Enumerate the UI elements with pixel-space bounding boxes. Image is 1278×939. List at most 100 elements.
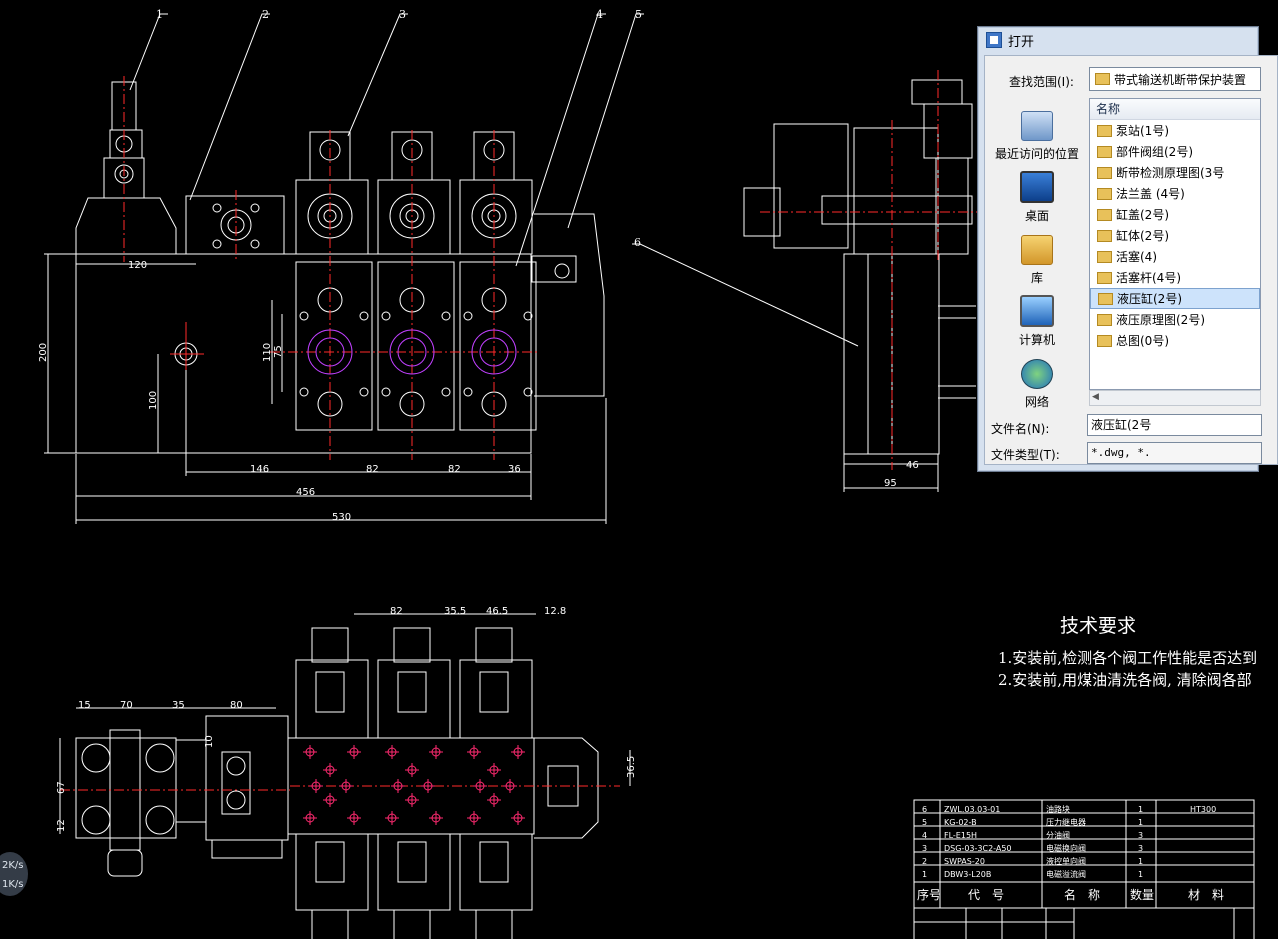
requirement-line-2: 2.安装前,用煤油清洗各阀, 清除阀各部 — [998, 671, 1252, 689]
place-desktop[interactable]: 桌面 — [989, 162, 1085, 224]
bom-code: SWPAS-20 — [944, 857, 985, 866]
desktop-icon — [1020, 171, 1054, 203]
file-name: 活塞(4) — [1116, 250, 1157, 264]
file-name: 泵站(1号) — [1116, 124, 1169, 138]
dim-36: 36 — [508, 464, 521, 475]
bom-no: 1 — [922, 870, 927, 879]
bom-qty: 1 — [1138, 857, 1143, 866]
bom-qty: 3 — [1138, 831, 1143, 840]
recent-places-icon — [1021, 111, 1053, 141]
bom-name: 电磁换向阀 — [1046, 843, 1086, 853]
bom-table — [913, 799, 1255, 939]
dim-top-10: 10 — [204, 735, 215, 748]
dim-82a: 82 — [366, 464, 379, 475]
place-label: 库 — [1030, 271, 1043, 285]
front-port-circles — [307, 329, 517, 375]
open-file-dialog[interactable]: 打开 查找范围(I): 带式输送机断带保护装置 最近访问的位置 桌面 库 计算机 — [977, 26, 1278, 472]
file-item[interactable]: 泵站(1号) — [1090, 120, 1260, 141]
file-name: 法兰盖 (4号) — [1116, 187, 1185, 201]
balloon-6: 6 — [634, 236, 641, 249]
dim-top-35-5: 35.5 — [444, 606, 466, 617]
folder-icon — [1097, 334, 1112, 347]
top-centerlines — [60, 785, 620, 791]
leader-lines — [129, 13, 859, 347]
balloon-3: 3 — [399, 8, 406, 21]
dim-top-12-8: 12.8 — [544, 606, 566, 617]
balloon-numbers: 1 2 3 4 5 6 — [156, 8, 642, 249]
network-icon — [1021, 359, 1053, 389]
file-item[interactable]: 部件阀组(2号) — [1090, 141, 1260, 162]
scroll-left-icon[interactable]: ◀ — [1092, 392, 1099, 402]
dim-110: 110 — [262, 343, 273, 362]
folder-icon — [1097, 166, 1112, 179]
dim-top-80: 80 — [230, 700, 243, 711]
file-name: 液压原理图(2号) — [1116, 313, 1205, 327]
dim-top-46-5: 46.5 — [486, 606, 508, 617]
file-item[interactable]: 活塞(4) — [1090, 246, 1260, 267]
place-label: 网络 — [1024, 395, 1049, 409]
place-label: 最近访问的位置 — [994, 147, 1079, 161]
file-item[interactable]: 液压原理图(2号) — [1090, 309, 1260, 330]
dim-top-70: 70 — [120, 700, 133, 711]
place-label: 计算机 — [1018, 333, 1055, 347]
place-library[interactable]: 库 — [989, 224, 1085, 286]
file-item[interactable]: 总图(0号) — [1090, 330, 1260, 351]
bom-header-name: 名 称 — [1064, 887, 1100, 902]
dim-top-35: 35 — [172, 700, 185, 711]
look-in-label: 查找范围(I): — [1009, 75, 1074, 89]
dim-top-36-5: 36.5 — [626, 756, 637, 778]
filename-label: 文件名(N): — [991, 422, 1050, 436]
bom-qty: 1 — [1138, 870, 1143, 879]
dim-100: 100 — [148, 391, 159, 410]
file-name: 部件阀组(2号) — [1116, 145, 1193, 159]
folder-icon — [1097, 208, 1112, 221]
bom-no: 2 — [922, 857, 927, 866]
download-speed: 1K/s — [2, 879, 24, 890]
bom-no: 6 — [922, 805, 927, 814]
dialog-title: 打开 — [1008, 34, 1035, 50]
file-item[interactable]: 缸盖(2号) — [1090, 204, 1260, 225]
technical-requirements: 技术要求 1.安装前,检测各个阀工作性能是否达到 2.安装前,用煤油清洗各阀, … — [998, 615, 1257, 689]
top-dimensions — [59, 613, 631, 834]
file-name: 活塞杆(4号) — [1116, 271, 1181, 285]
library-icon — [1021, 235, 1053, 265]
file-item[interactable]: 法兰盖 (4号) — [1090, 183, 1260, 204]
places-bar: 最近访问的位置 桌面 库 计算机 网络 — [989, 100, 1085, 410]
bom-name: 液控单向阀 — [1046, 856, 1086, 866]
folder-icon — [1097, 145, 1112, 158]
file-item[interactable]: 缸体(2号) — [1090, 225, 1260, 246]
horizontal-scrollbar[interactable]: ◀ — [1089, 390, 1261, 406]
file-item[interactable]: 活塞杆(4号) — [1090, 267, 1260, 288]
folder-icon — [1095, 73, 1110, 85]
file-name: 缸体(2号) — [1116, 229, 1169, 243]
place-computer[interactable]: 计算机 — [989, 286, 1085, 348]
file-item-selected[interactable]: 液压缸(2号) — [1090, 288, 1260, 309]
place-network[interactable]: 网络 — [989, 348, 1085, 410]
folder-icon — [1097, 271, 1112, 284]
dim-456: 456 — [296, 487, 315, 498]
bom-name: 分油阀 — [1046, 830, 1070, 840]
requirements-title: 技术要求 — [1060, 615, 1136, 637]
column-header-name[interactable]: 名称 — [1090, 99, 1260, 120]
computer-icon — [1020, 295, 1054, 327]
bom-code: DBW3-L20B — [944, 870, 991, 879]
bom-qty: 1 — [1138, 805, 1143, 814]
requirement-line-1: 1.安装前,检测各个阀工作性能是否达到 — [998, 649, 1257, 667]
side-centerlines — [760, 70, 980, 470]
dim-75: 75 — [273, 345, 284, 358]
dim-120: 120 — [128, 260, 147, 271]
file-item[interactable]: 断带检测原理图(3号 — [1090, 162, 1260, 183]
bom-no: 5 — [922, 818, 927, 827]
dialog-titlebar[interactable]: 打开 — [978, 27, 1258, 53]
file-name: 液压缸(2号) — [1117, 292, 1182, 306]
network-speed-widget[interactable]: 2K/s 1K/s — [0, 852, 28, 896]
place-recent[interactable]: 最近访问的位置 — [989, 100, 1085, 162]
folder-icon — [1097, 313, 1112, 326]
look-in-dropdown[interactable]: 带式输送机断带保护装置 — [1089, 67, 1261, 91]
filename-input[interactable]: 液压缸(2号 — [1087, 414, 1262, 436]
filetype-dropdown[interactable]: *.dwg, *. — [1087, 442, 1262, 464]
file-list[interactable]: 名称 泵站(1号) 部件阀组(2号) 断带检测原理图(3号 法兰盖 (4号) 缸… — [1089, 98, 1261, 390]
bom-no: 3 — [922, 844, 927, 853]
bom-header-no: 序号 — [917, 887, 941, 902]
